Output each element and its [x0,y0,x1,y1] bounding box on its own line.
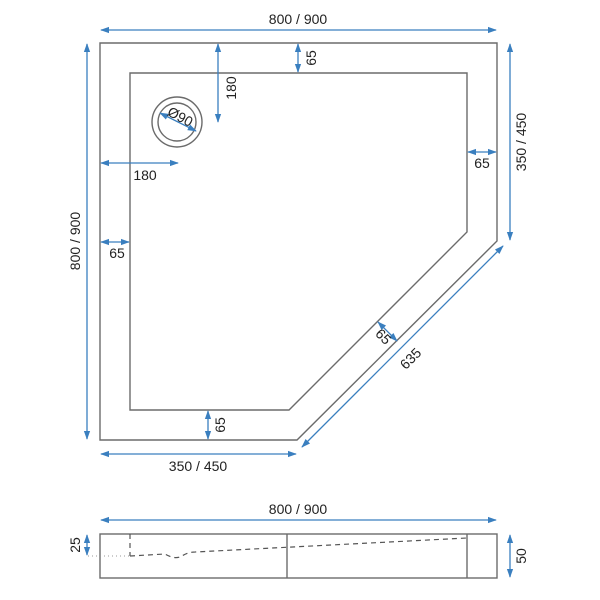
side-width-label: 800 / 900 [269,501,328,517]
drain-diameter-dim [159,112,197,132]
top-view: Ø90 800 / 900 800 / 900 350 / 450 350 / … [67,11,529,474]
slope-line [129,537,468,559]
side-outline [99,533,498,579]
drain-depth-label: 25 [67,537,83,553]
rim-left-label: 65 [109,245,125,261]
drain-offset-top-label: 180 [223,76,239,100]
rim-diagonal-dim [377,321,398,342]
rim-right-label: 65 [474,155,490,171]
side-view: 800 / 900 25 50 [67,501,529,579]
drain-diameter-label: Ø90 [165,103,196,130]
height-label: 50 [513,548,529,564]
overall-depth-label: 800 / 900 [67,212,83,271]
rim-top-label: 65 [303,50,319,66]
rim-diagonal-label: 65 [372,325,394,347]
drain-offset-left-label: 180 [133,167,157,183]
overall-width-label: 800 / 900 [269,11,328,27]
bottom-side-label: 350 / 450 [169,458,228,474]
outer-outline [99,42,498,441]
right-side-label: 350 / 450 [513,113,529,172]
diagonal-dim [301,245,504,448]
rim-bottom-label: 65 [212,417,228,433]
